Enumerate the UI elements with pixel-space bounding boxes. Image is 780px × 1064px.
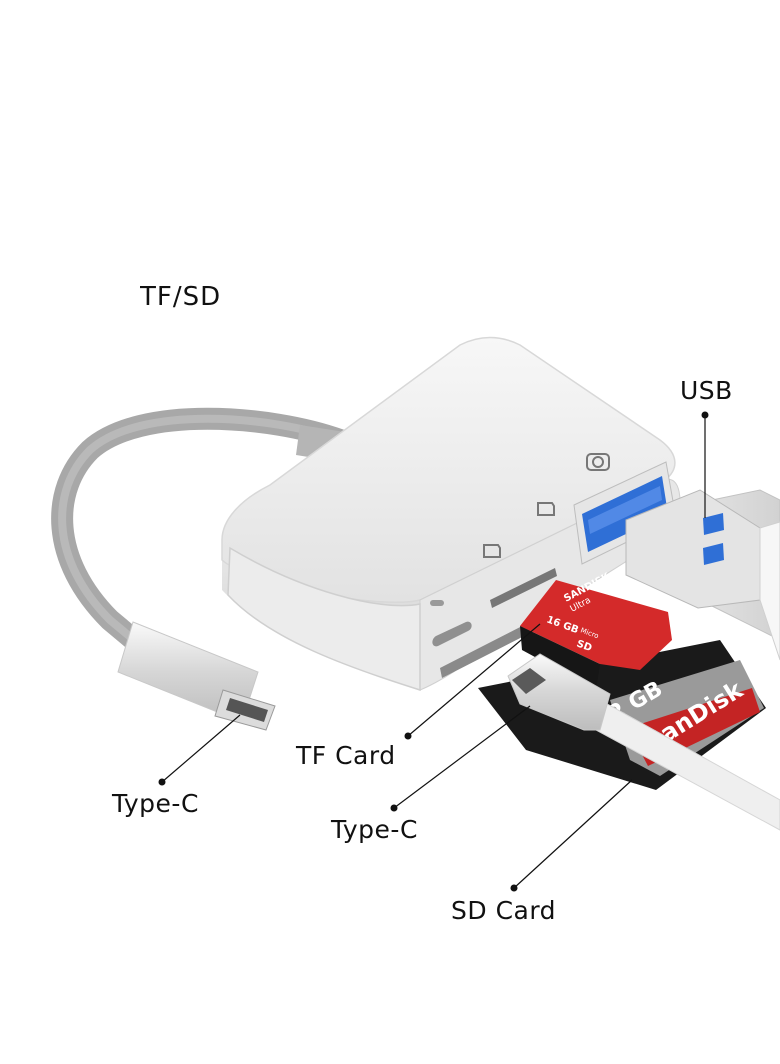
adapter-hub: [221, 336, 681, 692]
card-slot-icon: [537, 502, 555, 516]
callout-line-typec-left: [161, 714, 241, 783]
type-c-left-label: Type-C: [112, 789, 199, 818]
type-c-plug-right: [507, 653, 780, 831]
tf-card-label: TF Card: [296, 741, 396, 770]
type-c-right-label: Type-C: [331, 815, 418, 844]
callout-line-sd-card: [513, 779, 633, 889]
tf-card: SANDISK Ultra 16 GB Micro SD: [520, 571, 672, 690]
callout-line-tf-card: [407, 623, 541, 737]
tf-card-format: SD: [575, 638, 593, 654]
usb-label: USB: [680, 376, 733, 405]
sd-card-label: SD Card: [451, 896, 557, 925]
callout-line-typec-right: [393, 705, 531, 809]
type-c-port: [432, 621, 472, 647]
card-slot-icon: [483, 544, 501, 558]
sd-card-slot: [440, 622, 532, 678]
led-indicator-icon: [430, 600, 444, 606]
callout-lines: [161, 415, 706, 889]
usb-pin-icon: [703, 513, 724, 535]
usb-plug: [625, 489, 780, 661]
title-label: TF/SD: [140, 284, 222, 310]
type-c-plug-left: [117, 621, 276, 731]
usb-pin-icon: [703, 543, 724, 565]
tf-card-slot: [490, 568, 557, 608]
callout-dots: [158, 411, 709, 892]
camera-icon: [586, 453, 610, 471]
